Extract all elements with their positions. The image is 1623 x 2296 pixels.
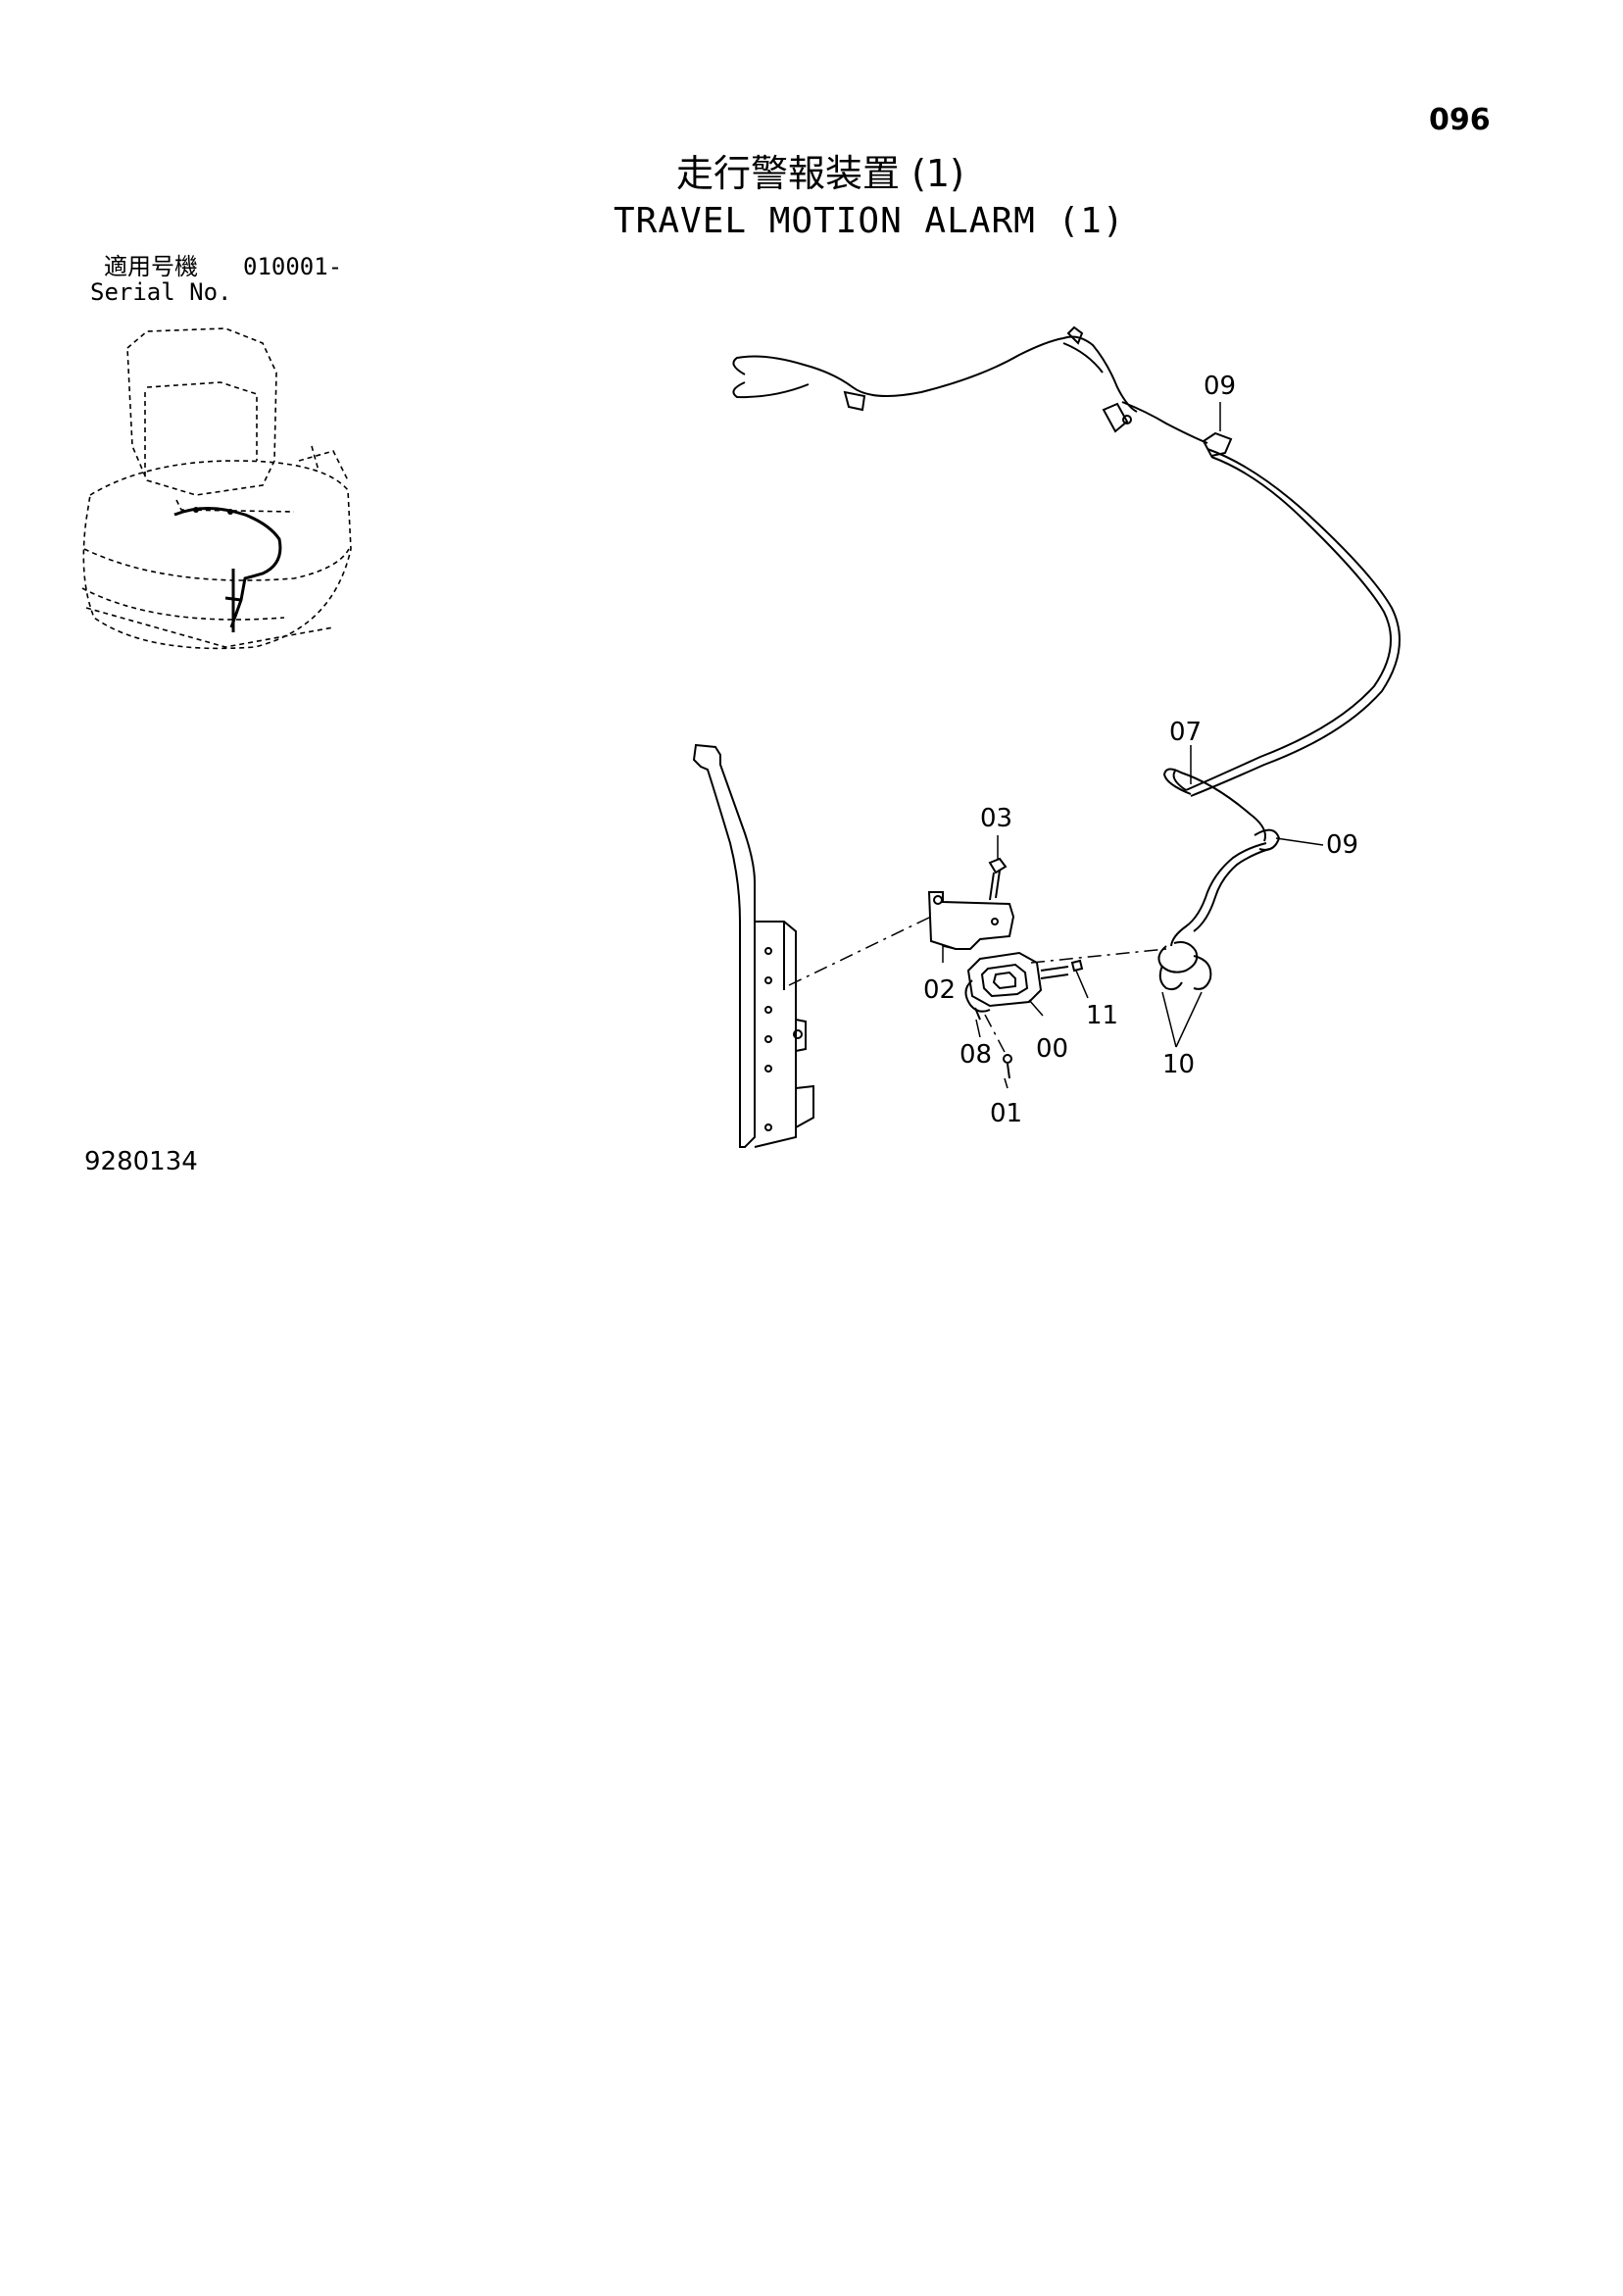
alarm-unit-part-00 (964, 951, 1069, 1013)
serial-number-value: 010001- (243, 253, 343, 280)
callout-09-lower: 09 (1326, 830, 1358, 860)
callout-09-upper: 09 (1204, 372, 1236, 401)
fastener-part-08-01 (974, 1007, 1012, 1079)
figure-number: 9280134 (84, 1147, 198, 1176)
assembly-centerline-2 (1030, 948, 1167, 964)
callout-00: 00 (1036, 1034, 1068, 1064)
connector-part-11 (1070, 959, 1084, 973)
frame-bracket (692, 743, 814, 1148)
callout-01: 01 (990, 1099, 1022, 1128)
machine-locator-sketch (81, 327, 352, 650)
wire-harness (732, 325, 1401, 991)
bracket-part-02 (927, 891, 1015, 950)
title-english: TRAVEL MOTION ALARM (1) (614, 201, 1125, 241)
serial-label-english: Serial No. (90, 278, 232, 306)
callout-11: 11 (1086, 1001, 1118, 1030)
leader-lines (942, 402, 1324, 1089)
callout-10: 10 (1162, 1050, 1195, 1079)
callout-03: 03 (980, 804, 1012, 833)
callout-07: 07 (1169, 718, 1202, 747)
assembly-centerline (788, 916, 932, 986)
bolt-part-03 (988, 857, 1008, 901)
callout-08: 08 (959, 1040, 992, 1070)
serial-label-japanese: 適用号機 (104, 253, 198, 280)
title-japanese: 走行警報装置 (1) (676, 152, 964, 195)
callout-02: 02 (923, 975, 956, 1005)
page-number: 096 (1429, 103, 1491, 137)
